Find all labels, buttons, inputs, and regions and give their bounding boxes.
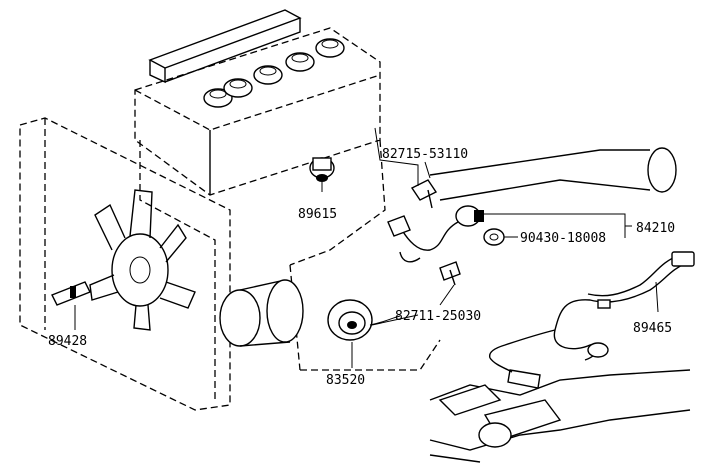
label-82711-25030: 82711-25030 xyxy=(395,309,481,324)
engine-block xyxy=(134,9,441,400)
part-84210-switch xyxy=(387,205,484,263)
label-83520: 83520 xyxy=(326,373,365,388)
intake-duct xyxy=(429,147,677,201)
label-84210: 84210 xyxy=(636,221,675,236)
label-89465: 89465 xyxy=(633,321,672,336)
cylinder-ports xyxy=(203,38,345,108)
part-83520-sender xyxy=(327,299,401,341)
part-82715-clamp xyxy=(410,179,438,209)
part-89465-o2-sensor xyxy=(488,251,695,389)
label-89428: 89428 xyxy=(48,334,87,349)
part-82711-clamp xyxy=(439,261,461,286)
part-89428-sensor xyxy=(51,281,91,306)
cooling-fan xyxy=(89,189,196,331)
part-90430-gasket xyxy=(483,228,505,246)
pulley xyxy=(219,279,304,347)
label-89615: 89615 xyxy=(298,207,337,222)
part-89615-switch xyxy=(309,157,335,182)
leader-lines xyxy=(74,127,659,368)
exhaust-system xyxy=(429,369,691,463)
label-90430-18008: 90430-18008 xyxy=(520,231,606,246)
label-82715-53110: 82715-53110 xyxy=(382,147,468,162)
radiator-panel xyxy=(19,117,231,411)
part-labels: 82715-53110 84210 90430-18008 89615 8942… xyxy=(48,147,675,388)
